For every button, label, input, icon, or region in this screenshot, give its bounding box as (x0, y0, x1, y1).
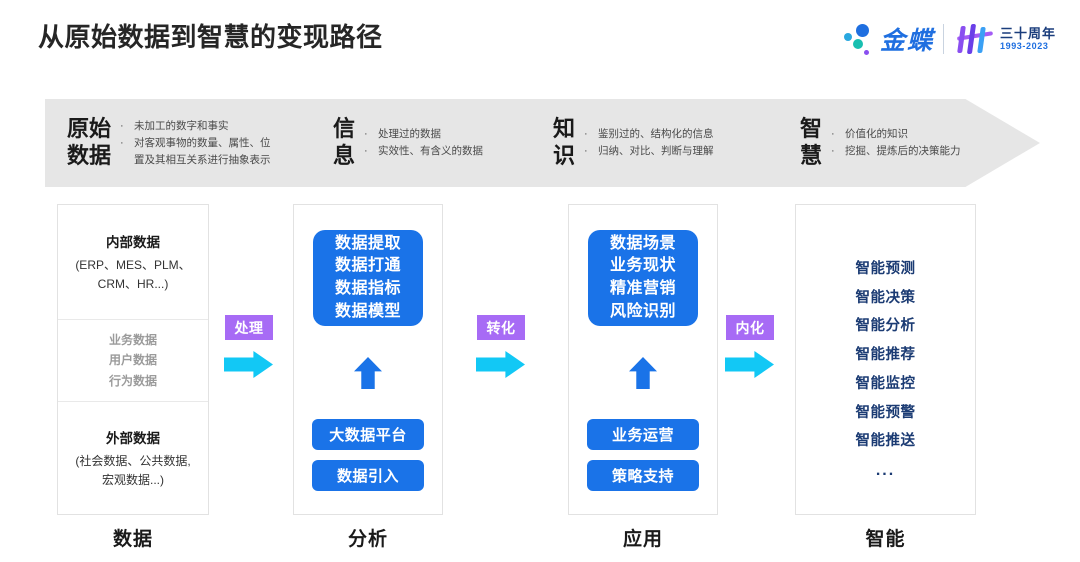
column-footer-application: 应用 (622, 529, 663, 550)
bullet-text: 挖掘、提炼后的决策能力 (845, 145, 961, 157)
list-item: 智能预警 (855, 404, 916, 421)
banner-stage-bullets: · 鉴别过的、结构化的信息 · 归纳、对比、判断与理解 (584, 126, 714, 160)
bullet-text: 对客观事物的数量、属性、位 置及其相互关系进行抽象表示 (134, 135, 271, 168)
application-operations-pill: 业务运营 (587, 419, 699, 450)
bullet-marker: · (120, 120, 124, 133)
column-card-analysis: 数据提取 数据打通 数据指标 数据模型 大数据平台 数据引入 (293, 204, 443, 515)
external-data-subtitle: (社会数据、公共数据, 宏观数据...) (75, 453, 191, 487)
bullet-text: 处理过的数据 (378, 127, 442, 140)
list-item: 智能预测 (855, 261, 916, 277)
right-arrow-icon (725, 351, 774, 378)
bullet-marker: · (120, 137, 124, 150)
bullet-marker: · (364, 145, 368, 157)
column-card-intelligence: 智能预测 智能决策 智能分析 智能推荐 智能监控 智能预警 智能推送 ... (795, 204, 976, 515)
column-footer-intelligence: 智能 (865, 529, 906, 550)
column-footer-data: 数据 (112, 529, 153, 550)
right-arrow-icon (476, 351, 525, 378)
up-arrow-icon (354, 357, 382, 389)
external-data-section: 外部数据 (社会数据、公共数据, 宏观数据...) (58, 402, 208, 514)
banner-stage-knowledge: 知 识 · 鉴别过的、结构化的信息 · 归纳、对比、判断与理解 (553, 99, 714, 187)
anniversary-text: 三十周年 1993-2023 (1000, 27, 1056, 51)
analysis-ingest-pill: 数据引入 (312, 460, 424, 491)
banner-stage-information: 信 息 · 处理过的数据 · 实效性、有含义的数据 (333, 99, 483, 187)
connector-process: 处理 (224, 315, 273, 378)
banner-stage-raw-data: 原始 数据 · 未加工的数字和事实 · 对客观事物的数量、属性、位 置及其相互关… (67, 99, 271, 187)
list-item: 智能监控 (855, 375, 916, 392)
internal-data-section: 内部数据 (ERP、MES、PLM、 CRM、HR...) (58, 205, 208, 320)
connector-transform: 转化 (476, 315, 525, 378)
connector-label: 转化 (477, 315, 525, 340)
analysis-capability-box: 数据提取 数据打通 数据指标 数据模型 (313, 230, 423, 326)
bullet-text: 价值化的知识 (845, 127, 909, 140)
data-types-section: 业务数据 用户数据 行为数据 (58, 320, 208, 402)
page-title: 从原始数据到智慧的变现路径 (38, 22, 383, 52)
bullet-text: 实效性、有含义的数据 (378, 145, 484, 157)
banner-stage-title: 信 息 (333, 116, 356, 168)
analysis-capability-item: 数据指标 (334, 280, 401, 297)
column-card-application: 数据场景 业务现状 精准营销 风险识别 业务运营 策略支持 (568, 204, 718, 515)
analysis-capability-item: 数据提取 (334, 234, 401, 252)
anniversary-label: 三十周年 (999, 25, 1056, 41)
analysis-capability-item: 数据模型 (334, 302, 401, 320)
banner-stage-bullets: · 未加工的数字和事实 · 对客观事物的数量、属性、位 置及其相互关系进行抽象表… (120, 118, 271, 168)
connector-internalize: 内化 (725, 315, 774, 378)
connector-label: 处理 (225, 315, 273, 340)
banner-stage-bullets: · 价值化的知识 · 挖掘、提炼后的决策能力 (831, 126, 961, 160)
bullet-text: 未加工的数字和事实 (134, 120, 229, 133)
list-item: 智能分析 (855, 318, 916, 335)
list-item: 智能推送 (855, 433, 916, 450)
application-strategy-pill: 策略支持 (587, 460, 699, 491)
brand-divider (942, 24, 944, 54)
brand-logo: 金蝶 三十周年 1993-2023 (842, 19, 1056, 59)
banner-stage-title: 知 识 (553, 116, 576, 168)
banner-stage-bullets: · 处理过的数据 · 实效性、有含义的数据 (364, 126, 483, 160)
brand-name: 金蝶 (879, 27, 934, 55)
internal-data-title: 内部数据 (106, 234, 160, 250)
analysis-platform-pill: 大数据平台 (312, 419, 424, 450)
bullet-marker: · (584, 127, 588, 140)
column-card-data: 内部数据 (ERP、MES、PLM、 CRM、HR...) 业务数据 用户数据 … (57, 204, 209, 515)
external-data-title: 外部数据 (106, 430, 160, 446)
application-scenario-item: 业务现状 (609, 257, 676, 275)
bullet-marker: · (364, 127, 368, 140)
column-footer-analysis: 分析 (347, 529, 388, 550)
analysis-capability-item: 数据打通 (334, 257, 401, 275)
bullet-text: 鉴别过的、结构化的信息 (598, 127, 714, 140)
right-arrow-icon (224, 351, 273, 378)
data-type-item: 业务数据 (108, 332, 157, 347)
list-item: 智能推荐 (855, 347, 916, 364)
bullet-text-continued: 置及其相互关系进行抽象表示 (134, 153, 271, 166)
application-scenario-item: 精准营销 (609, 280, 676, 297)
bullet-marker: · (831, 127, 835, 140)
intelligence-capability-list: 智能预测 智能决策 智能分析 智能推荐 智能监控 智能预警 智能推送 ... (796, 255, 975, 486)
bullet-marker: · (584, 145, 588, 157)
list-item-ellipsis: ... (875, 461, 896, 479)
anniversary-years: 1993-2023 (999, 40, 1049, 51)
banner-stage-title: 智 慧 (800, 116, 823, 168)
bullet-text: 归纳、对比、判断与理解 (598, 145, 714, 157)
application-scenario-item: 风险识别 (609, 302, 676, 320)
banner-stage-title: 原始 数据 (67, 116, 112, 168)
dikw-arrow-banner: 原始 数据 · 未加工的数字和事实 · 对客观事物的数量、属性、位 置及其相互关… (45, 99, 1040, 187)
anniversary-mark-icon (955, 22, 995, 56)
banner-stage-wisdom: 智 慧 · 价值化的知识 · 挖掘、提炼后的决策能力 (800, 99, 961, 187)
application-scenario-item: 数据场景 (609, 234, 676, 252)
internal-data-subtitle: (ERP、MES、PLM、 CRM、HR...) (75, 257, 191, 291)
up-arrow-icon (629, 357, 657, 389)
application-scenario-box: 数据场景 业务现状 精准营销 风险识别 (588, 230, 698, 326)
bullet-marker: · (831, 145, 835, 157)
connector-label: 内化 (726, 315, 774, 340)
kingdee-dots-icon (842, 22, 876, 56)
data-type-item: 用户数据 (108, 353, 157, 368)
list-item: 智能决策 (855, 289, 916, 306)
data-type-item: 行为数据 (108, 373, 157, 388)
